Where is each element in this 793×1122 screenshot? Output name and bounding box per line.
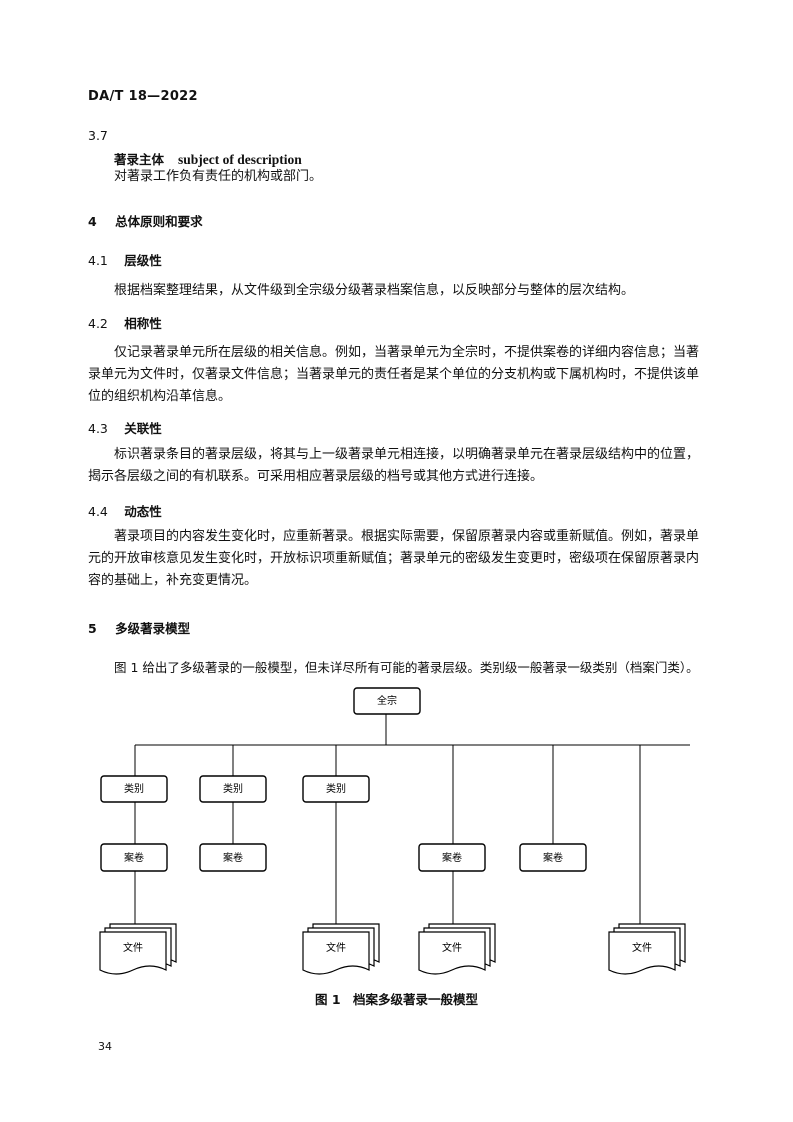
clause-4-1-title: 层级性 [124,253,162,268]
category-node-box [302,775,370,803]
section-5-text: 图 1 给出了多级著录的一般模型，但未详尽所有可能的著录层级。类别级一般著录一级… [114,660,699,675]
category-node-label: 类别 [326,782,346,795]
volume-node-box [199,843,267,872]
section-4-number: 4 [88,214,97,229]
section-4-heading: 4 总体原则和要求 [88,211,203,230]
term-heading: 著录主体 subject of description [114,149,302,168]
clause-4-4-title: 动态性 [124,504,162,519]
file-node-label: 文件 [632,941,652,954]
term-chinese: 著录主体 [114,152,165,167]
category-node-label: 类别 [223,782,243,795]
volume-node-label: 案卷 [442,851,462,864]
clause-4-4-number: 4.4 [88,504,108,519]
volume-node-label: 案卷 [543,851,563,864]
clause-4-2-heading: 4.2 相称性 [88,313,162,332]
figure-caption: 图 1 档案多级著录一般模型 [314,992,479,1007]
connector-lines [134,714,690,925]
section-5-title: 多级著录模型 [115,621,191,636]
category-node-box [100,775,168,803]
page-number: 34 [98,1040,112,1053]
clause-4-2-text: 仅记录著录单元所在层级的相关信息。例如，当著录单元为全宗时，不提供案卷的详细内容… [88,345,700,404]
clause-4-3-text: 标识著录条目的著录层级，将其与上一级著录单元相连接，以明确著录单元在著录层级结构… [88,447,700,484]
volume-node-label: 案卷 [223,851,243,864]
clause-4-1-text: 根据档案整理结果，从文件级到全宗级分级著录档案信息，以反映部分与整体的层次结构。 [114,283,635,298]
root-node-label: 全宗 [377,694,397,707]
section-5-heading: 5 多级著录模型 [88,618,190,637]
term-english: subject of description [178,152,302,167]
volume-node-box [418,843,486,872]
clause-4-3-number: 4.3 [88,421,108,436]
clause-4-1-number: 4.1 [88,253,108,268]
category-node-box [199,775,267,803]
clause-4-3-heading: 4.3 关联性 [88,418,162,437]
clause-4-4-text: 著录项目的内容发生变化时，应重新著录。根据实际需要，保留原著录内容或重新赋值。例… [88,529,700,588]
clause-4-3-title: 关联性 [124,421,162,436]
clause-3-7-number: 3.7 [88,128,108,143]
file-node-label: 文件 [123,941,143,954]
category-node-label: 类别 [124,782,144,795]
section-5-number: 5 [88,621,97,636]
term-definition: 对著录工作负有责任的机构或部门。 [114,169,323,184]
clause-4-4-heading: 4.4 动态性 [88,501,162,520]
clause-4-2-number: 4.2 [88,316,108,331]
clause-4-2-title: 相称性 [124,316,162,331]
volume-node-label: 案卷 [124,851,144,864]
standard-code-header: DA/T 18—2022 [88,89,198,104]
clause-4-1-heading: 4.1 层级性 [88,250,162,269]
file-node-label: 文件 [442,941,462,954]
volume-node-box [100,843,168,872]
hierarchy-diagram: 全宗 类别 类别 类别 案卷 案卷 案卷 案卷 文件 文件 文件 文件 [99,687,690,975]
file-node-label: 文件 [326,941,346,954]
section-4-title: 总体原则和要求 [115,214,203,229]
volume-node-box [519,843,587,872]
root-node-box [353,687,421,715]
